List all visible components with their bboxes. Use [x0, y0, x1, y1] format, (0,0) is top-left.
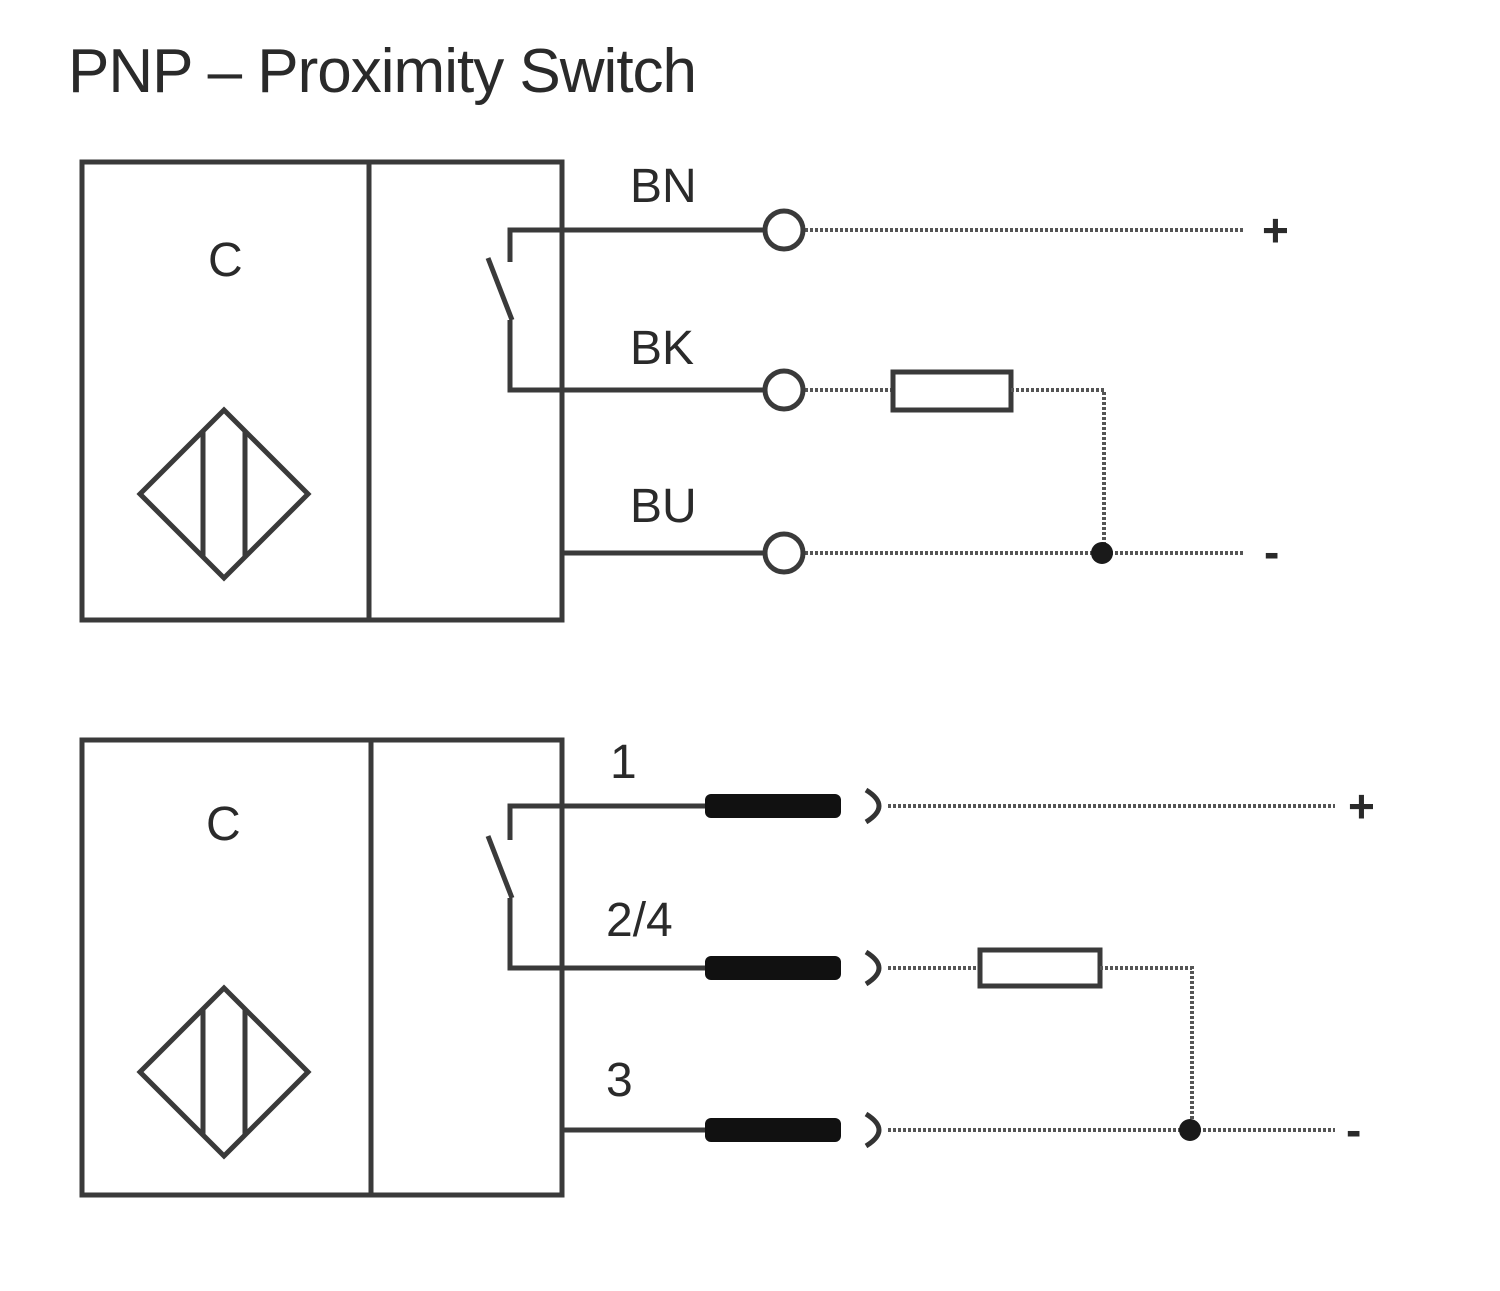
negative-terminal-sign: - [1264, 526, 1279, 578]
switch-contact [485, 803, 562, 971]
connector-wiring-diagram: C 1 + 2/4 [79, 736, 1375, 1198]
wire-pin-2-4: 2/4 [562, 894, 1194, 1130]
wire-label-bk: BK [630, 322, 694, 375]
junction-dot [1179, 1119, 1201, 1141]
sensor-housing [79, 737, 565, 1198]
positive-terminal-sign: + [1262, 204, 1289, 256]
switch-contact [485, 227, 562, 393]
wire-pin-3: 3 - [562, 1054, 1361, 1156]
terminal [762, 531, 806, 575]
sensor-housing [79, 159, 565, 623]
wire-pin-1: 1 + [562, 736, 1375, 832]
load-resistor [977, 947, 1103, 989]
positive-terminal-sign: + [1348, 780, 1375, 832]
wire-bn: BN + [562, 160, 1289, 256]
capacitive-sensor-icon [136, 984, 312, 1160]
sensor-type-label: C [206, 798, 241, 851]
pin-label-3: 3 [606, 1054, 633, 1107]
terminal [762, 368, 806, 412]
wire-label-bu: BU [630, 480, 697, 533]
connector-socket [864, 1111, 882, 1149]
connector-plug [705, 794, 841, 818]
terminal [762, 208, 806, 252]
pin-label-2-4: 2/4 [606, 894, 673, 947]
cable-wiring-diagram: C BN + BK [79, 159, 1289, 623]
pin-label-1: 1 [610, 736, 637, 789]
wire-bk: BK [562, 322, 1106, 553]
wire-bu: BU - [562, 480, 1279, 578]
sensor-type-label: C [208, 234, 243, 287]
negative-terminal-sign: - [1346, 1104, 1361, 1156]
wire-label-bn: BN [630, 160, 697, 213]
connector-plug [705, 1118, 841, 1142]
junction-dot [1091, 542, 1113, 564]
capacitive-sensor-icon [136, 406, 312, 582]
connector-socket [864, 787, 882, 825]
connector-socket [864, 949, 882, 987]
load-resistor [890, 369, 1014, 413]
connector-plug [705, 956, 841, 980]
page-title: PNP – Proximity Switch [68, 37, 697, 106]
